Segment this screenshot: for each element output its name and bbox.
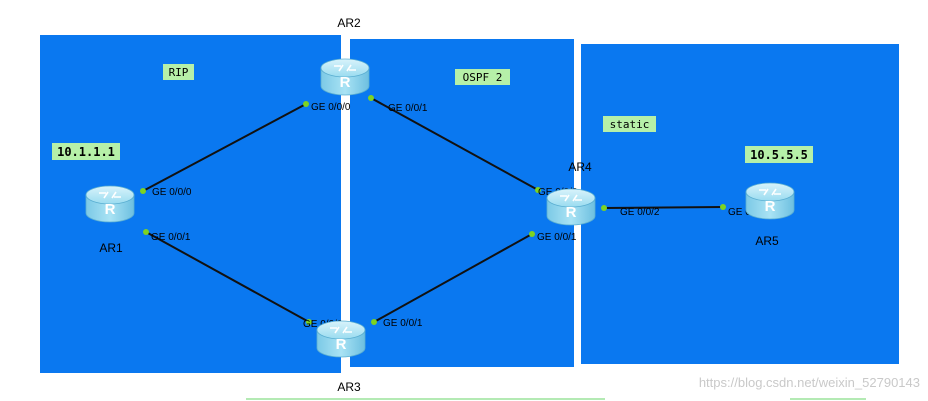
svg-text:R: R [765, 198, 776, 215]
area-rip [40, 35, 341, 373]
area-static [581, 44, 899, 364]
port-dot [306, 319, 312, 325]
router-ar5[interactable]: R [745, 182, 795, 220]
if-label-ar2-ge000: GE 0/0/0 [311, 102, 351, 113]
router-ar2[interactable]: R [320, 58, 370, 96]
svg-text:R: R [566, 204, 577, 221]
area-ospf [350, 39, 574, 367]
port-dot [368, 95, 374, 101]
link-ar3-ar4 [373, 233, 533, 323]
router-label-ar1: AR1 [99, 241, 123, 255]
if-label-ar3-ge001: GE 0/0/1 [383, 318, 423, 329]
port-dots [140, 95, 726, 325]
links [142, 97, 724, 323]
router-ar4[interactable]: R [546, 188, 596, 226]
area-label-static: static [603, 116, 656, 132]
port-dot [371, 319, 377, 325]
port-dot [140, 188, 146, 194]
port-dot [720, 204, 726, 210]
if-label-ar1-ge001: GE 0/0/1 [151, 232, 191, 243]
svg-text:10.5.5.5: 10.5.5.5 [750, 148, 808, 162]
router-icon: R [316, 320, 366, 358]
if-label-ar4-ge002: GE 0/0/2 [620, 207, 660, 218]
router-label-ar5: AR5 [755, 234, 779, 248]
port-dot [535, 187, 541, 193]
router-ar3[interactable]: R [316, 320, 366, 358]
link-ar4-ar5 [603, 206, 724, 209]
router-label-ar4: AR4 [568, 160, 592, 174]
router-label-ar2: AR2 [337, 16, 361, 30]
router-icon: R [546, 188, 596, 226]
svg-text:RIP: RIP [169, 66, 189, 79]
svg-text:10.1.1.1: 10.1.1.1 [57, 145, 115, 159]
if-label-ar2-ge001: GE 0/0/1 [388, 103, 428, 114]
router-label-ar3: AR3 [337, 380, 361, 394]
svg-text:R: R [340, 74, 351, 91]
router-icon: R [85, 185, 135, 223]
port-dot [601, 205, 607, 211]
port-dot [529, 231, 535, 237]
router-icon: R [320, 58, 370, 96]
area-label-ospf: OSPF 2 [455, 69, 510, 85]
svg-text:static: static [610, 118, 650, 131]
router-icon: R [745, 182, 795, 220]
area-label-rip: RIP [163, 64, 194, 80]
svg-text:OSPF 2: OSPF 2 [463, 71, 503, 84]
svg-text:R: R [336, 336, 347, 353]
svg-text:R: R [105, 201, 116, 218]
watermark: https://blog.csdn.net/weixin_52790143 [699, 375, 920, 390]
if-label-ar1-ge000: GE 0/0/0 [152, 187, 192, 198]
link-ar1-ar2 [142, 103, 307, 192]
port-dot [303, 101, 309, 107]
link-ar2-ar4 [370, 97, 539, 191]
address-tag-ar1: 10.1.1.1 [52, 143, 120, 160]
address-tag-ar5: 10.5.5.5 [745, 146, 813, 163]
port-dot [143, 229, 149, 235]
router-ar1[interactable]: R [85, 185, 135, 223]
if-label-ar4-ge001: GE 0/0/1 [537, 232, 577, 243]
link-ar1-ar3 [145, 231, 310, 323]
